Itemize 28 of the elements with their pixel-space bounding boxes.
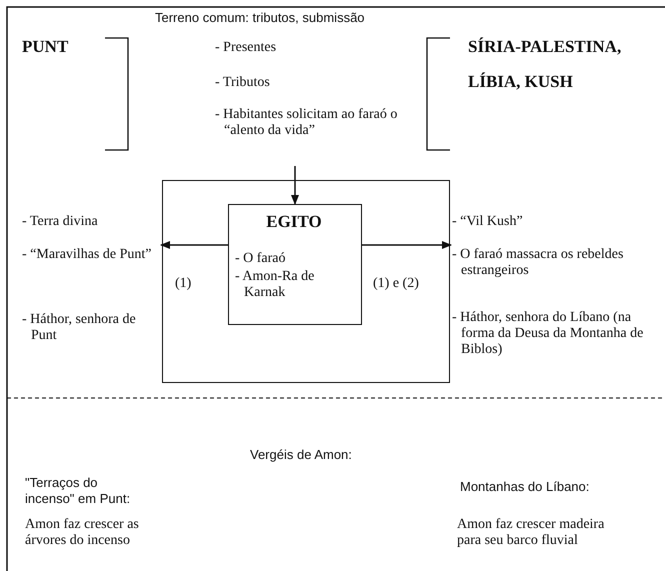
region-name: PUNT bbox=[22, 39, 70, 55]
list-item: - Terra divina bbox=[22, 214, 99, 230]
list-item: - Amon-Ra de Karnak bbox=[235, 269, 316, 301]
arrow bbox=[160, 241, 228, 249]
arrow bbox=[362, 241, 452, 249]
edge-label: (1) bbox=[175, 276, 192, 292]
description: Amon faz crescer as árvores do incenso bbox=[25, 517, 140, 549]
list-item: - Presentes bbox=[215, 40, 278, 56]
subheading: Montanhas do Líbano: bbox=[460, 479, 590, 495]
arrow bbox=[291, 166, 299, 205]
description: Amon faz crescer madeira para seu barco fluvial bbox=[457, 517, 606, 549]
list-item: - O faraó bbox=[235, 251, 287, 267]
region-name: LÍBIA, KUSH bbox=[468, 74, 574, 90]
outer-box bbox=[162, 180, 450, 383]
region-name: SÍRIA-PALESTINA, bbox=[468, 39, 622, 55]
list-item: - “Maravilhas de Punt” bbox=[22, 247, 152, 263]
box-title: EGITO bbox=[265, 214, 323, 230]
subheading: "Terraços do incenso" em Punt: bbox=[25, 475, 132, 507]
list-item: - Tributos bbox=[215, 75, 271, 91]
entity-box bbox=[228, 204, 362, 325]
section-heading: Vergéis de Amon: bbox=[250, 447, 353, 463]
list-item: - “Vil Kush” bbox=[452, 214, 524, 230]
list-item: - O faraó massacra os rebeldes estrangeiros bbox=[452, 247, 624, 279]
list-item: - Háthor, senhora de Punt bbox=[22, 312, 137, 344]
edge-label: (1) e (2) bbox=[373, 276, 419, 292]
list-item: - Háthor, senhora do Líbano (na forma da Deusa da Montanha de Biblos) bbox=[452, 310, 644, 358]
list-item: - Habitantes solicitam ao faraó o “alento da vida” bbox=[215, 107, 398, 139]
heading: Terreno comum: tributos, submissão bbox=[155, 10, 366, 26]
